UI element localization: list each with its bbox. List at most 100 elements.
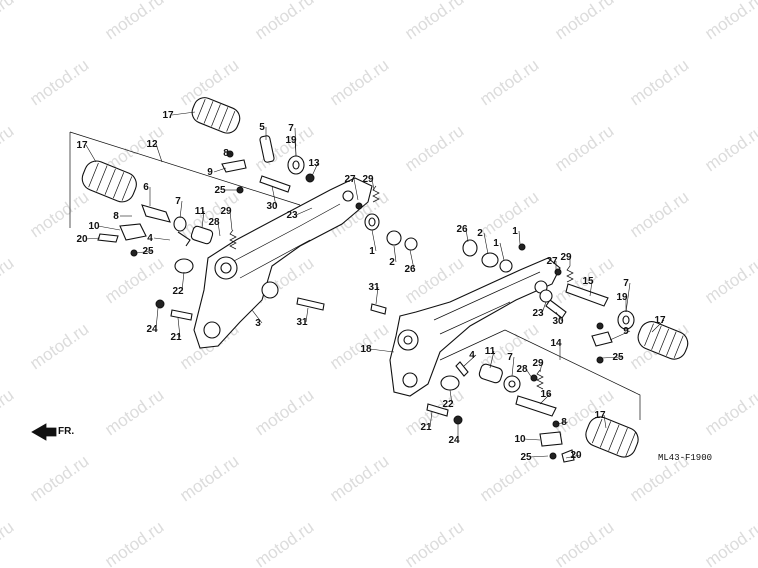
leader-line: [371, 178, 375, 191]
watermark-text: motod.ru: [0, 121, 17, 175]
left-rear-peg-rubber: [191, 97, 241, 134]
watermark-text: motod.ru: [476, 451, 542, 505]
part-number-label: 17: [162, 110, 174, 121]
part-number-label: 20: [570, 450, 582, 461]
part-number-label: 27: [344, 174, 356, 185]
watermark-text: motod.ru: [626, 55, 692, 109]
watermark-text: motod.ru: [626, 187, 692, 241]
leader-line: [97, 225, 121, 231]
leader-line: [213, 167, 227, 173]
front-direction-arrow: FR.: [31, 423, 74, 441]
leader-line: [449, 389, 453, 405]
leader-line: [179, 200, 183, 219]
watermark-text: motod.ru: [251, 517, 317, 568]
watermark-text: motod.ru: [701, 121, 758, 175]
watermark-text: motod.ru: [101, 385, 167, 439]
part-number-label: 25: [214, 185, 226, 196]
part-number-label: 7: [288, 123, 294, 134]
leader-line: [85, 237, 101, 240]
leader-line: [565, 454, 581, 459]
part-number-label: 10: [514, 434, 526, 445]
leader-line: [525, 368, 533, 379]
leader-line: [529, 455, 549, 458]
left-bolt-31: [296, 297, 325, 311]
leader-line: [539, 393, 551, 405]
watermark-text: motod.ru: [401, 0, 467, 43]
watermark-text: motod.ru: [326, 451, 392, 505]
part-number-label: 29: [532, 358, 544, 369]
part-number-label: 25: [142, 246, 154, 257]
leader-line: [603, 414, 607, 429]
part-number-label: 9: [207, 167, 213, 178]
part-number-label: 22: [442, 399, 454, 410]
watermark-text: motod.ru: [701, 0, 758, 43]
part-number-label: 16: [540, 389, 552, 400]
part-number-label: 4: [147, 233, 153, 244]
watermark-text: motod.ru: [101, 253, 167, 307]
leader-line: [463, 354, 477, 367]
leader-line: [181, 271, 185, 292]
part-number-label: 6: [143, 182, 149, 193]
leader-line: [539, 362, 543, 373]
leader-line: [294, 139, 297, 157]
leader-line: [369, 348, 395, 353]
watermark-text: motod.ru: [251, 385, 317, 439]
watermark-text: motod.ru: [476, 187, 542, 241]
leader-line: [601, 356, 623, 359]
watermark-text: motod.ru: [401, 121, 467, 175]
watermark-text: motod.ru: [0, 0, 17, 43]
leader-line: [305, 307, 309, 323]
part-number-label: 24: [448, 435, 460, 446]
part-number-label: 11: [195, 206, 206, 217]
right-assembly: [389, 257, 689, 463]
part-number-label: 8: [223, 148, 229, 159]
part-number-label: 17: [594, 410, 606, 421]
direction-label: FR.: [58, 426, 74, 437]
part-number-label: 21: [170, 332, 182, 343]
leader-line: [155, 143, 163, 163]
part-number-label: 23: [532, 308, 544, 319]
part-number-label: 29: [560, 252, 572, 263]
leader-line: [251, 309, 263, 324]
part-number-label: 19: [285, 135, 297, 146]
left-bracket-plate: [193, 177, 373, 349]
part-number-label: 17: [654, 315, 666, 326]
watermark-text: motod.ru: [26, 319, 92, 373]
right-subassembly-box: [439, 329, 641, 420]
leader-line: [201, 210, 205, 229]
part-number-label: 25: [612, 352, 624, 363]
watermark-text: motod.ru: [26, 55, 92, 109]
left-peg-arm: [141, 204, 171, 223]
part-number-label: 18: [360, 344, 372, 355]
leader-line: [589, 280, 593, 297]
part-number-label: 26: [456, 224, 468, 235]
leader-line: [271, 185, 277, 207]
leader-line: [393, 245, 397, 263]
leader-line: [217, 221, 221, 237]
leader-line: [153, 237, 171, 241]
leader-line: [177, 317, 181, 338]
part-number-label: 7: [507, 352, 513, 363]
watermark-text: motod.ru: [701, 517, 758, 568]
part-number-label: 29: [362, 174, 374, 185]
part-number-label: 7: [175, 196, 181, 207]
leader-line: [555, 311, 563, 322]
leader-line: [518, 230, 521, 245]
part-number-label: 20: [76, 234, 88, 245]
part-number-label: 11: [485, 346, 496, 357]
leader-line: [555, 421, 569, 425]
part-number-label: 4: [469, 350, 475, 361]
part-number-label: 19: [616, 292, 628, 303]
part-number-label: 23: [286, 210, 298, 221]
leader-line: [155, 307, 159, 330]
watermark-text: motod.ru: [701, 253, 758, 307]
watermark-text: motod.ru: [0, 385, 17, 439]
right-bracket-plate: [389, 257, 561, 397]
part-number-label: 7: [623, 278, 629, 289]
part-number-label: 14: [550, 338, 562, 349]
middle-hardware: [364, 213, 526, 315]
part-number-label: 9: [623, 326, 629, 337]
part-number-label: 1: [369, 246, 375, 257]
part-number-label: 30: [266, 201, 278, 212]
part-number-label: 30: [552, 316, 564, 327]
